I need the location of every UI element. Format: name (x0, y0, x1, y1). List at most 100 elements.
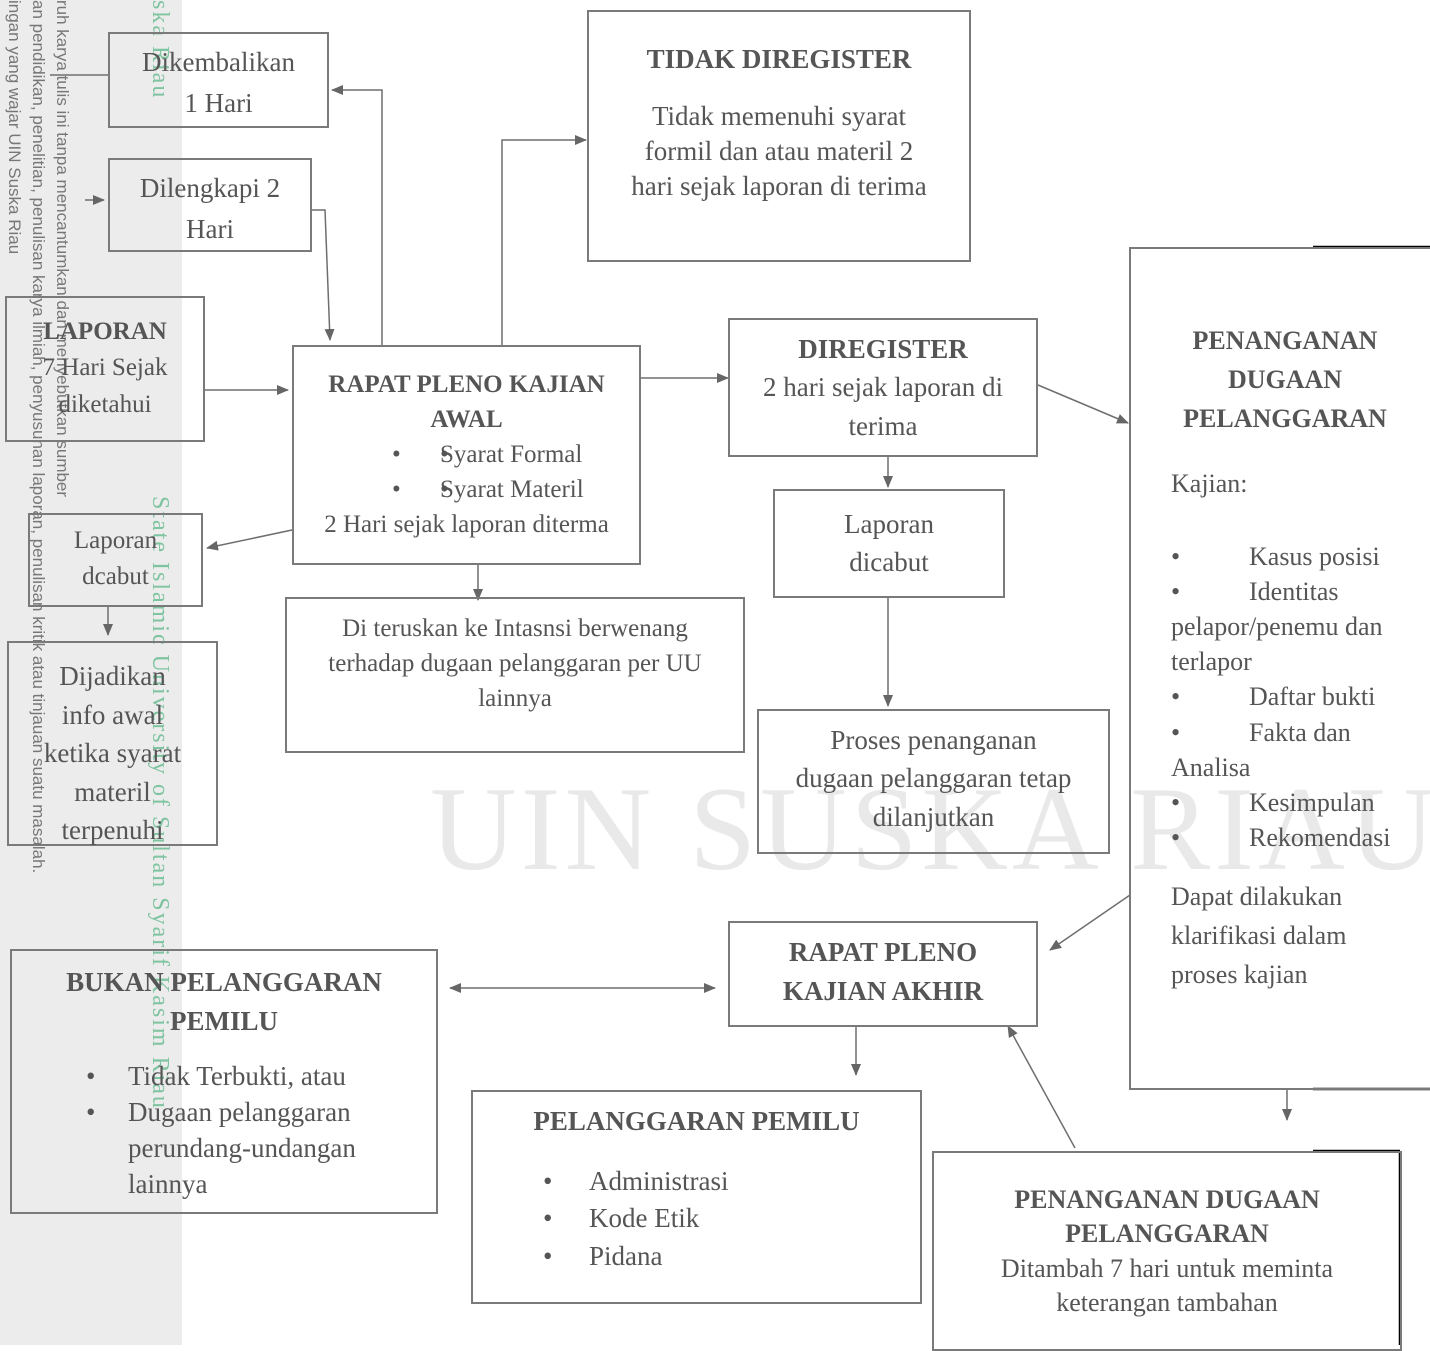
rapat-akhir-title1: RAPAT PLENO (788, 937, 978, 967)
arrow-rapat-to-dikembalikan (331, 85, 383, 345)
laporan-title: LAPORAN (43, 318, 167, 345)
rapat-awal-title1: RAPAT PLENO KAJIAN (328, 371, 605, 398)
rapat-awal-list: •Syarat Formal •Syarat Materil (294, 437, 639, 507)
pelanggaran-item: •Pidana (543, 1240, 663, 1271)
penanganan-item-text: Kasus posisi (1249, 542, 1380, 572)
penanganan-item: •Kasus posisi (1171, 542, 1380, 572)
margin-university-name: State Islamic University of Sultan Syari… (147, 496, 173, 1110)
margin-university-top: ska Riau (147, 0, 173, 100)
dijadikan-line5: terpenuhi (61, 815, 164, 846)
dijadikan-line4: materil (74, 776, 151, 807)
box-laporan-dicabut: Laporan dicabut (773, 489, 1005, 598)
penanganan2-title2: PELANGGARAN (1065, 1219, 1269, 1249)
diteruskan-line1: Di teruskan ke Intasnsi berwenang (342, 615, 688, 642)
penanganan-item: •Daftar bukti (1171, 682, 1376, 712)
laporan-dicabut-line2: dicabut (849, 547, 929, 578)
tidak-diregister-line2: formil dan atau materil 2 (644, 136, 914, 167)
watermark: UIN SUSKA RIAU (430, 762, 1430, 895)
penanganan-footer-line2: klarifikasi dalam (1171, 920, 1347, 950)
pelanggaran-item-text: Pidana (589, 1240, 663, 1271)
penanganan-item: •Identitas (1171, 577, 1339, 607)
rapat-awal-item: •Syarat Formal (392, 437, 639, 472)
laporan-line1: 7 Hari Sejak (42, 354, 168, 382)
pelanggaran-item: •Administrasi (543, 1166, 729, 1197)
pelanggaran-list: •Administrasi •Kode Etik •Pidana (473, 1163, 920, 1275)
box-dijadikan: Dijadikan info awal ketika syarat materi… (7, 641, 218, 846)
arrow-penanganan2-to-rapat-akhir (1007, 1025, 1076, 1149)
diregister-line2: terima (848, 410, 918, 441)
penanganan2-line2: keterangan tambahan (1056, 1287, 1278, 1317)
dilengkapi-line2: Hari (186, 213, 234, 244)
penanganan-item-text: Fakta dan (1249, 717, 1351, 747)
rapat-awal-title2: AWAL (430, 406, 503, 433)
box-penanganan-dugaan: PENANGANAN DUGAAN PELANGGARAN Kajian: •K… (1129, 247, 1430, 1090)
dijadikan-line1: Dijadikan (59, 661, 166, 691)
diteruskan-line2: terhadap dugaan pelanggaran per UU (328, 650, 702, 677)
box-laporan-dcabut: Laporan dcabut (28, 513, 203, 607)
box-dilengkapi: Dilengkapi 2 Hari (108, 158, 312, 252)
pelanggaran-item-text: Kode Etik (589, 1203, 700, 1234)
penanganan-fakta-wrap: Analisa (1171, 752, 1251, 782)
penanganan-identitas-wrap2: terlapor (1171, 647, 1252, 677)
bukan-item-text: Tidak Terbukti, atau (128, 1061, 346, 1092)
box-pelanggaran-pemilu: PELANGGARAN PEMILU •Administrasi •Kode E… (471, 1090, 922, 1304)
box-diteruskan: Di teruskan ke Intasnsi berwenang terhad… (285, 597, 745, 753)
dijadikan-line2: info awal (61, 699, 164, 730)
arrow-rapat-to-tidak-diregister (501, 135, 587, 345)
margin-strip (0, 0, 182, 1345)
rapat-awal-item: •Syarat Materil (392, 472, 639, 507)
laporan-dcabut-line2: dcabut (82, 563, 149, 591)
penanganan-kajian: Kajian: (1171, 469, 1248, 498)
bukan-item: •Tidak Terbukti, atau (86, 1061, 346, 1092)
rapat-akhir-title2: KAJIAN AKHIR (782, 976, 984, 1007)
bukan-item: •Dugaan pelanggaran (86, 1097, 351, 1128)
penanganan2-line1: Ditambah 7 hari untuk meminta (1000, 1253, 1334, 1283)
bukan-title1: BUKAN PELANGGARAN (66, 967, 382, 997)
box-bukan-pelanggaran: BUKAN PELANGGARAN PEMILU •Tidak Terbukti… (10, 949, 438, 1214)
dilengkapi-line1: Dilengkapi 2 (139, 173, 281, 203)
proses-line2: dugaan pelanggaran tetap (795, 763, 1072, 794)
arrow-penanganan-to-rapat-akhir (1049, 894, 1131, 951)
penanganan-footer-line1: Dapat dilakukan (1171, 881, 1343, 911)
bukan-item-text: Dugaan pelanggaran (128, 1097, 351, 1128)
proses-line3: dilanjutkan (872, 801, 995, 832)
box-dikembalikan: Dikembalikan 1 Hari (108, 32, 329, 128)
arrow-dilengkapi-to-rapat (312, 209, 335, 341)
dijadikan-line3: ketika syarat (43, 738, 182, 769)
tidak-diregister-title: TIDAK DIREGISTER (646, 44, 912, 74)
bukan-title2: PEMILU (170, 1006, 278, 1037)
penanganan-item-text: Identitas (1249, 577, 1339, 607)
penanganan-footer: Dapat dilakukan klarifikasi dalam proses… (1171, 877, 1430, 994)
penanganan-title3: PELANGGARAN (1183, 404, 1387, 433)
penanganan-title1: PENANGANAN (1192, 326, 1378, 355)
pelanggaran-title: PELANGGARAN PEMILU (533, 1106, 860, 1136)
dikembalikan-line2: 1 Hari (184, 87, 253, 118)
rapat-awal-note: 2 Hari sejak laporan diterma (324, 511, 609, 538)
bukan-list: •Tidak Terbukti, atau •Dugaan pelanggara… (12, 1059, 436, 1203)
arrow-rapat-to-laporan-dcabut (206, 529, 293, 551)
bukan-item-cont: perundang-undangan (128, 1133, 356, 1164)
tidak-diregister-line3: hari sejak laporan di terima (631, 171, 927, 202)
box-rapat-pleno-akhir: RAPAT PLENO KAJIAN AKHIR (728, 921, 1038, 1027)
dikembalikan-line1: Dikembalikan (142, 47, 295, 77)
margin-note-line3: ingan yang wajar UIN Suska Riau (5, 0, 24, 255)
laporan-dcabut-line1: Laporan (73, 527, 158, 554)
penanganan-footer-line3: proses kajian (1171, 959, 1308, 989)
box-proses-penanganan: Proses penanganan dugaan pelanggaran tet… (757, 709, 1110, 854)
penanganan-item-text: Kesimpulan (1249, 787, 1375, 817)
arrow-diregister-to-penanganan (1037, 384, 1129, 424)
proses-line1: Proses penanganan (830, 725, 1037, 755)
penanganan-body: Kajian: •Kasus posisi •Identitas pelapor… (1131, 466, 1430, 994)
diregister-title: DIREGISTER (798, 334, 968, 364)
box-penanganan-tambahan: PENANGANAN DUGAAN PELANGGARAN Ditambah 7… (932, 1151, 1402, 1351)
penanganan-item: •Kesimpulan (1171, 787, 1375, 817)
bukan-item-cont: lainnya (128, 1169, 208, 1199)
box-rapat-pleno-awal: RAPAT PLENO KAJIAN AWAL •Syarat Formal •… (292, 345, 641, 565)
pelanggaran-item-text: Administrasi (589, 1166, 729, 1197)
box-laporan: LAPORAN 7 Hari Sejak diketahui (5, 296, 205, 442)
box-diregister: DIREGISTER 2 hari sejak laporan di terim… (728, 318, 1038, 457)
penanganan2-title1: PENANGANAN DUGAAN (1014, 1185, 1320, 1214)
box-tidak-diregister: TIDAK DIREGISTER Tidak memenuhi syarat f… (587, 10, 971, 262)
margin-note-line1: ruh karya tulis ini tanpa mencantumkan d… (53, 0, 72, 498)
rapat-awal-item-text: Syarat Materil (440, 476, 584, 503)
